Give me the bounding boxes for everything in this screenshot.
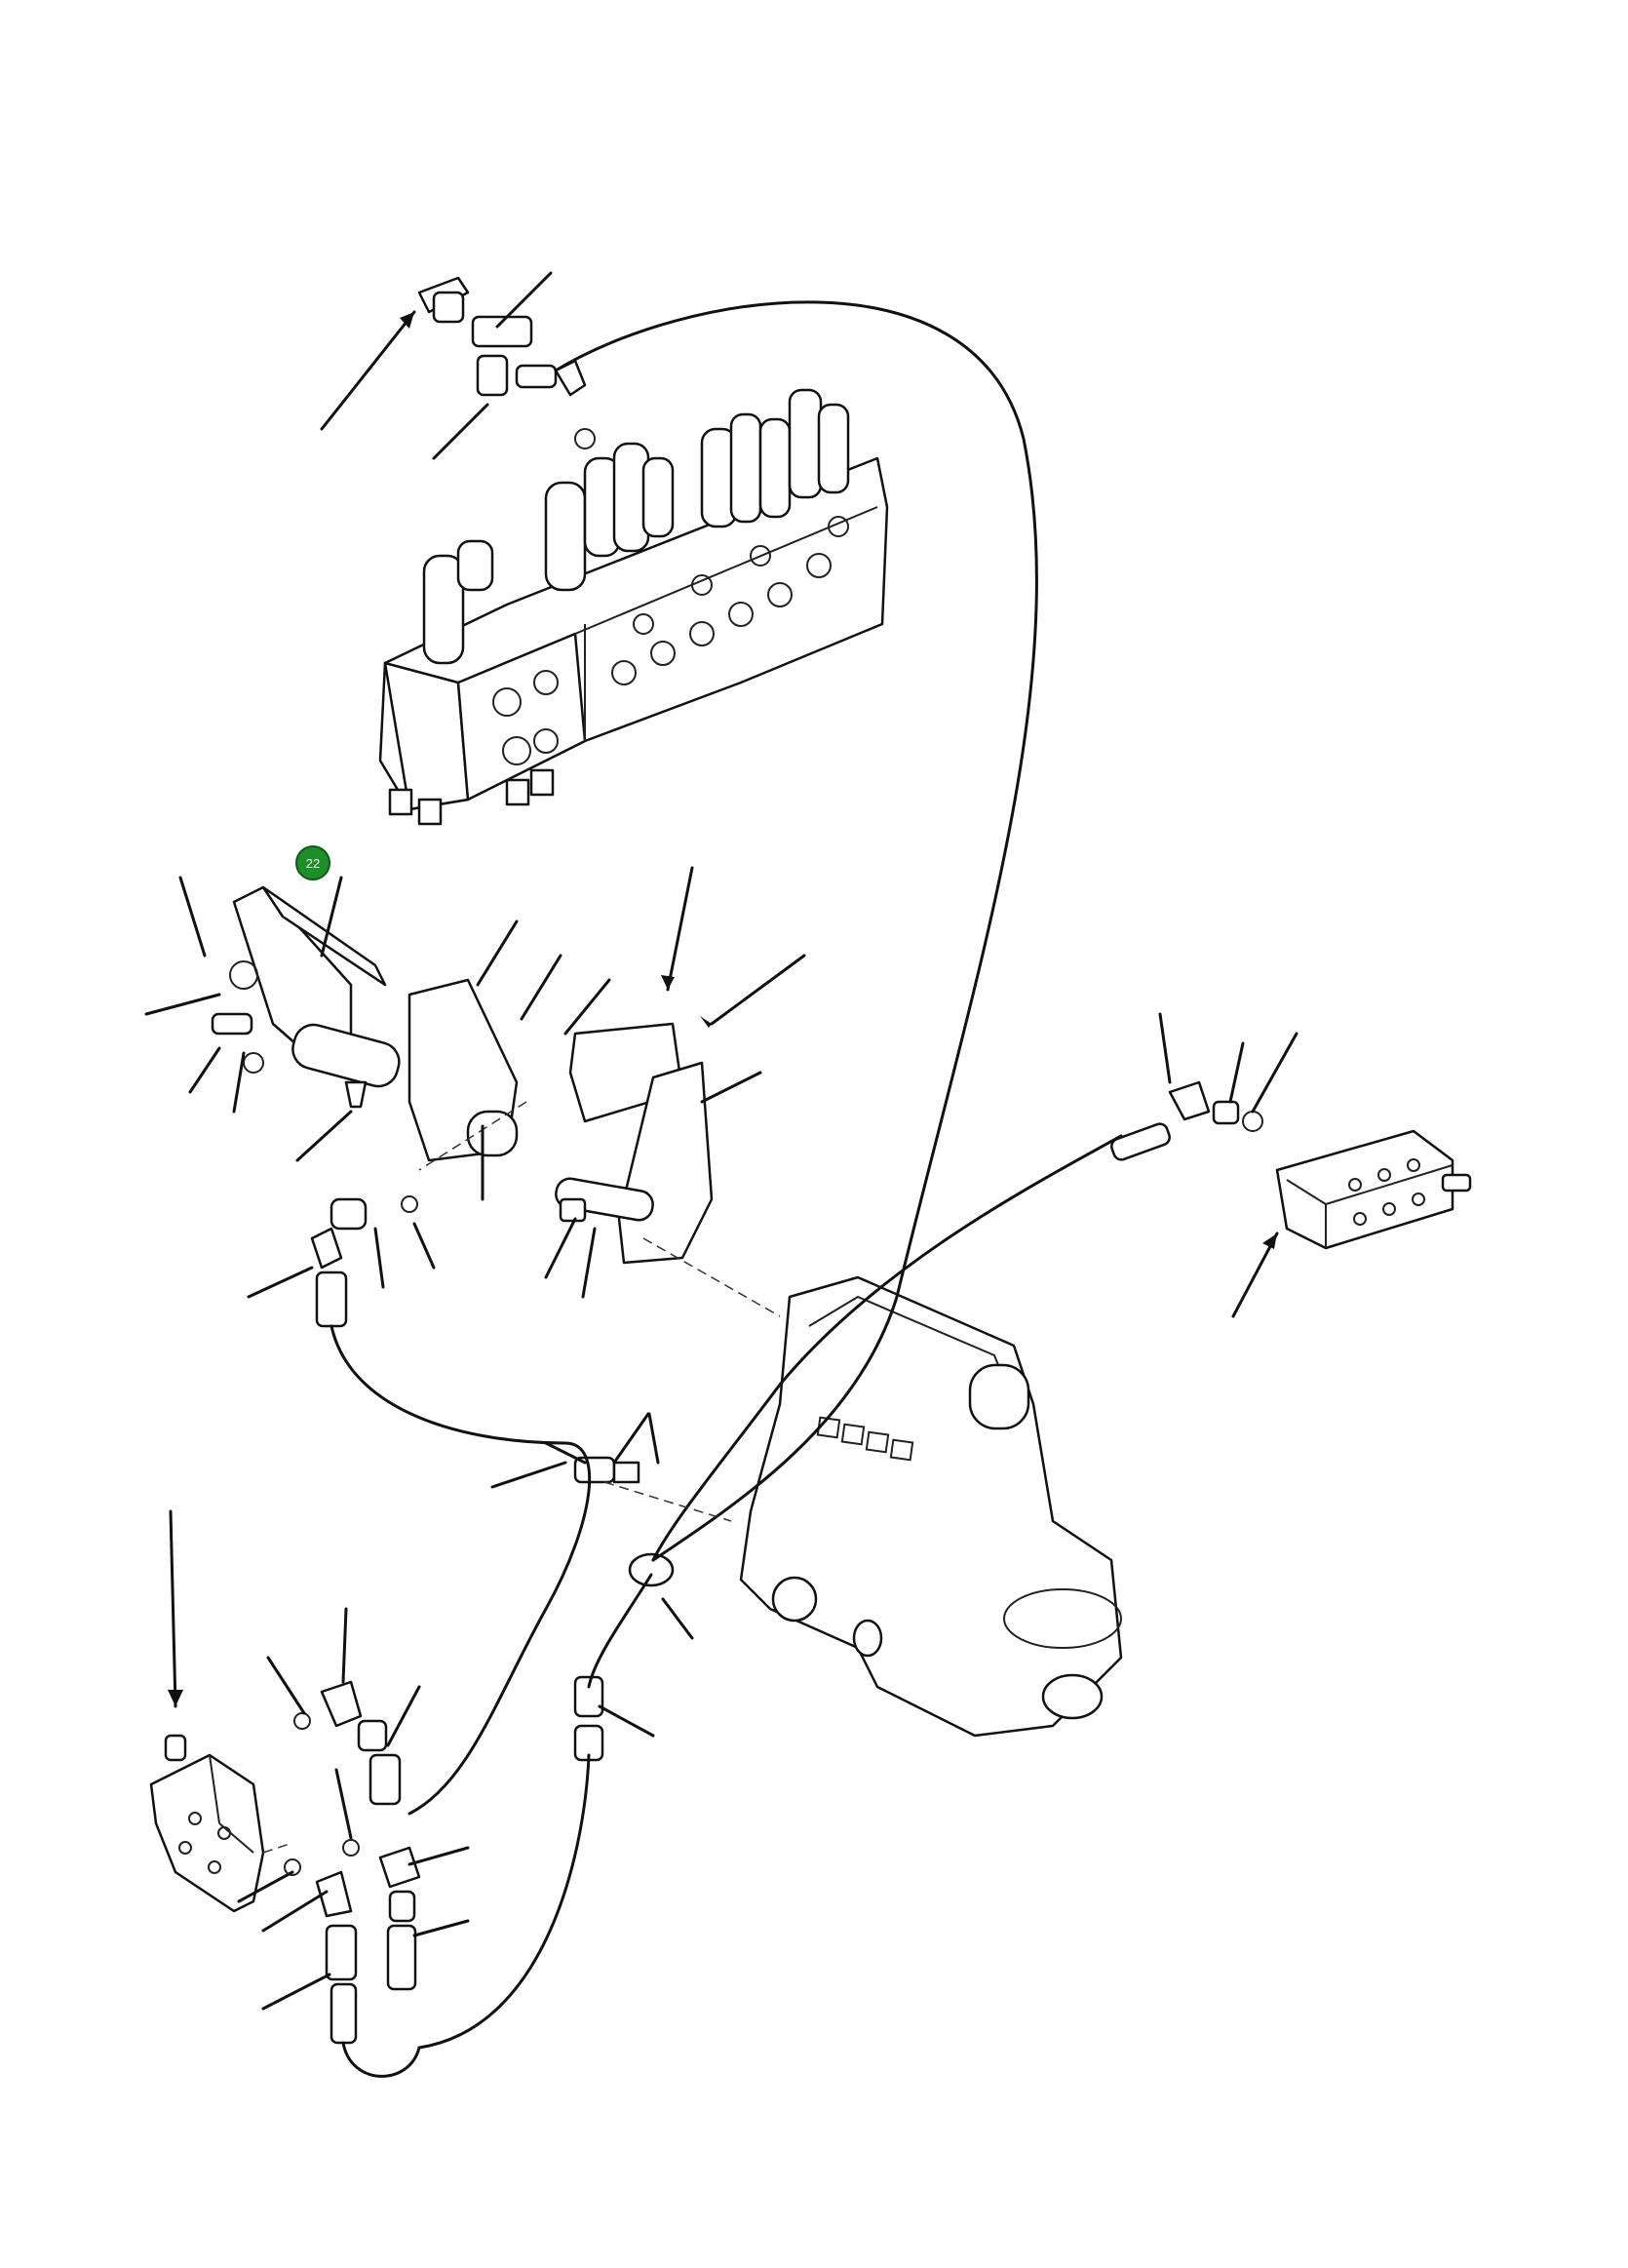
control-valve-assembly: [378, 388, 889, 826]
leader-lines: [144, 271, 1299, 2011]
callout-22[interactable]: 22: [295, 845, 343, 958]
alignment-lines: [262, 1101, 781, 1854]
right-manifold-block: [1110, 1080, 1472, 1250]
callout-22-circle[interactable]: [295, 845, 330, 880]
lower-manifold-block: [149, 1734, 265, 1913]
top-fittings: [417, 276, 596, 450]
callout-22-label: 22: [306, 856, 320, 871]
lower-fittings: [284, 1195, 675, 2045]
arrowheads: [168, 312, 1277, 1706]
pilot-bracket-assembly: [211, 885, 714, 1265]
swing-post: [739, 1275, 1123, 1738]
